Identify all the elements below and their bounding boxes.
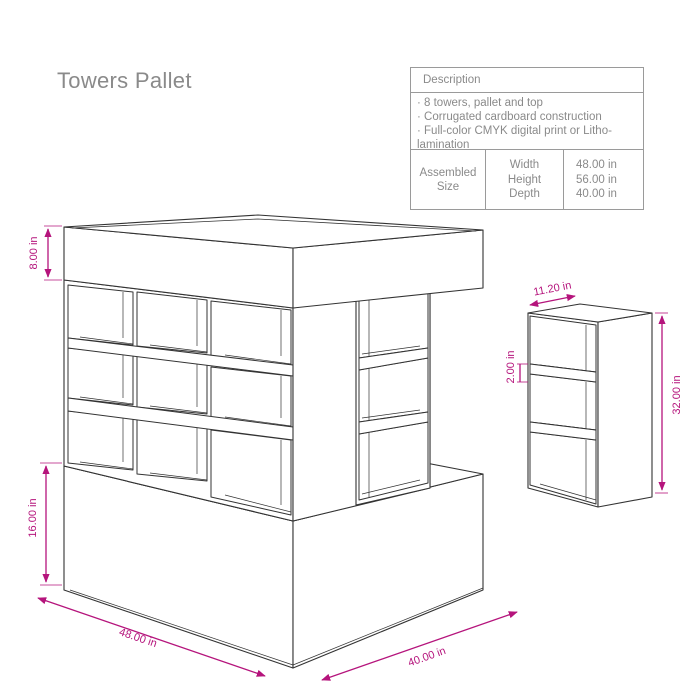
spec-table: Description · 8 towers, pallet and top ·… bbox=[410, 67, 644, 210]
tower-detail bbox=[527, 303, 653, 508]
size-dimension-names: Width Height Depth bbox=[486, 150, 564, 210]
pallet-assembly bbox=[63, 214, 484, 669]
size-dimension-values: 48.00 in 56.00 in 40.00 in bbox=[564, 150, 643, 210]
spec-size-row: Assembled Size Width Height Depth 48.00 … bbox=[411, 150, 643, 210]
size-value-width: 48.00 in bbox=[576, 159, 617, 172]
page-title: Towers Pallet bbox=[57, 68, 192, 93]
spec-header: Description bbox=[411, 68, 643, 93]
size-label: Assembled Size bbox=[411, 150, 486, 210]
dim-label-shelf-height: 2.00 in bbox=[505, 350, 517, 383]
tower-detail-top bbox=[527, 303, 653, 323]
size-name-width: Width bbox=[509, 159, 540, 172]
dim-label-base-width: 48.00 in bbox=[117, 626, 158, 650]
size-name-depth: Depth bbox=[509, 188, 540, 201]
size-value-depth: 40.00 in bbox=[576, 188, 617, 201]
size-value-height: 56.00 in bbox=[576, 173, 617, 186]
top-header bbox=[63, 214, 484, 309]
dimension-lines bbox=[37, 225, 668, 681]
size-name-height: Height bbox=[507, 173, 542, 186]
front-towers bbox=[63, 279, 294, 522]
spec-bullet: · 8 towers, pallet and top bbox=[417, 97, 543, 109]
spec-bullets: · 8 towers, pallet and top · Corrugated … bbox=[411, 93, 643, 151]
spec-bullet: · Full-color CMYK digital print or Litho… bbox=[417, 125, 612, 151]
dim-label-tower-height: 32.00 in bbox=[671, 375, 683, 414]
dim-label-base-height: 16.00 in bbox=[27, 498, 39, 537]
dim-label-top-height: 8.00 in bbox=[28, 236, 40, 269]
tower-detail-side bbox=[597, 312, 653, 508]
side-towers bbox=[292, 285, 431, 522]
spec-bullet: · Corrugated cardboard construction bbox=[417, 111, 602, 123]
dim-label-tower-width: 11.20 in bbox=[532, 280, 572, 299]
